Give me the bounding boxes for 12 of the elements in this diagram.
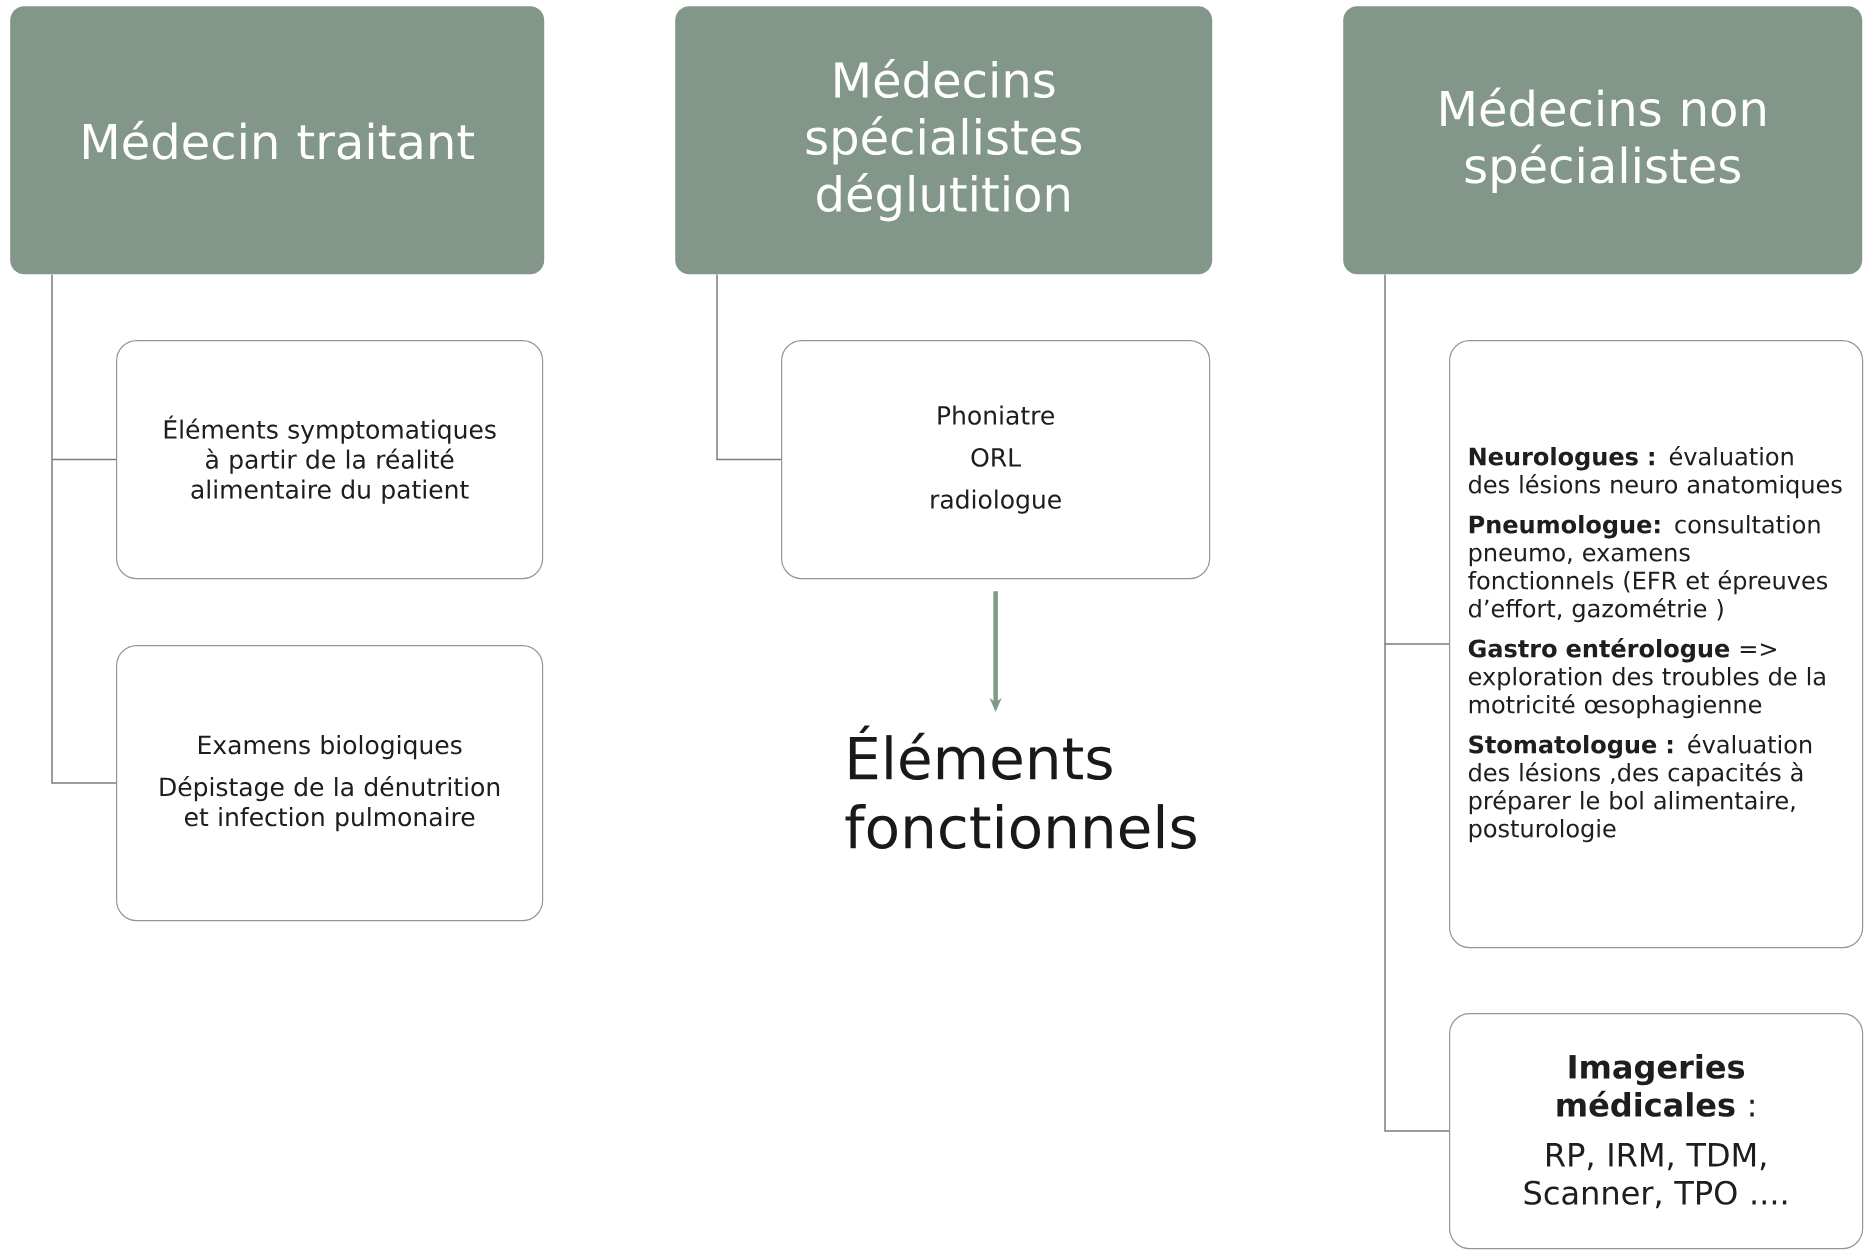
text-box: Examens biologiques Dépistage de la dénutrition et infection pulmonaire [116, 645, 544, 922]
connector-line [1384, 273, 1450, 1132]
text-box: Phoniatre ORL radiologue [781, 340, 1211, 580]
header-box: Médecins non spécialistes [1343, 6, 1863, 275]
text-box: Éléments symptomatiques à partir de la réalité alimentaire du patient [116, 340, 544, 580]
header-box: Médecins spécialistes déglutition [675, 6, 1213, 275]
text-box: Imageries médicales : RP, IRM, TDM, Scanner, TPO .... [1449, 1013, 1864, 1250]
text-box: Neurologues : évaluation des lésions neuro anatomiques Pneumologue: consultation pneumo, examens fonctionnels (EFR et épreuves d’effort, gazométrie ) Gastro entérologue => exploration des troubles de la motricité œsophagienne Stomatologue : évaluation des lésions ,des capacités à préparer le bol alimentaire, posturologie [1449, 340, 1864, 949]
connector-line [716, 273, 782, 461]
header-box: Médecin traitant [10, 6, 545, 275]
heading-text: Éléments fonctionnels [845, 725, 1196, 849]
connector-line [51, 273, 117, 784]
